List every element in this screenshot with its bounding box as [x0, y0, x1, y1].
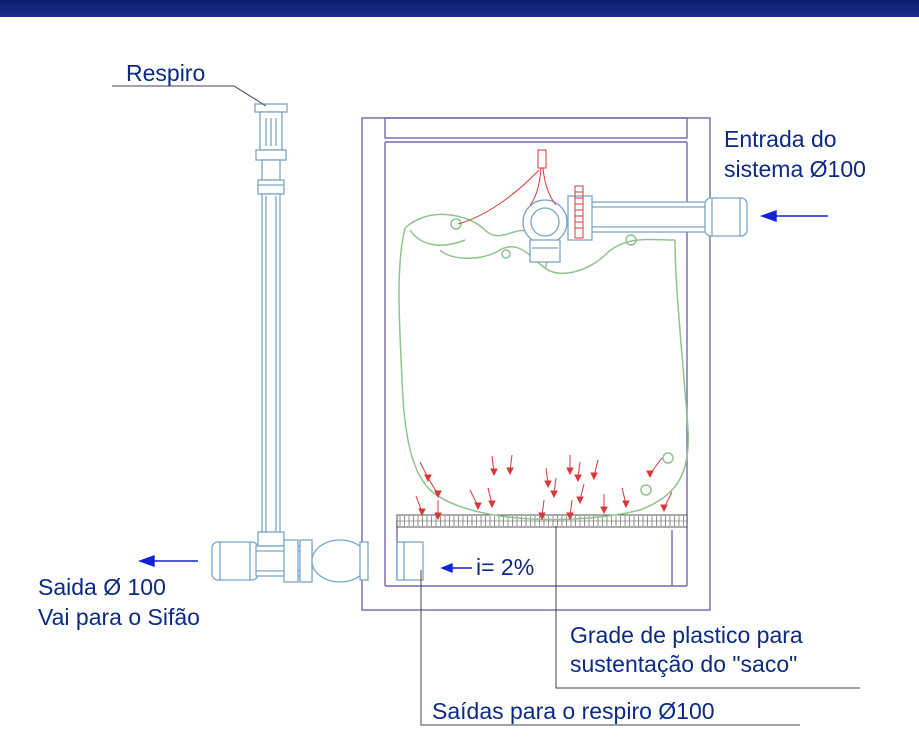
slope-arrow: [440, 562, 472, 574]
outlet-pipe: [211, 539, 369, 583]
leader-lines: [112, 85, 860, 726]
label-entrada-line1: Entrada do: [724, 126, 837, 152]
label-grade-line1: Grade de plastico para: [570, 622, 803, 648]
red-arrow: [506, 454, 514, 476]
flow-arrows-red: [415, 454, 673, 521]
red-arrow: [646, 457, 663, 479]
label-respiro: Respiro: [126, 60, 206, 86]
red-arrow: [538, 499, 546, 521]
inlet-flow-arrow: [759, 210, 828, 222]
label-entrada-line2: sistema Ø100: [724, 156, 866, 182]
red-arrow: [469, 489, 482, 511]
red-arrow: [550, 477, 558, 499]
label-saidas-respiro: Saídas para o respiro Ø100: [432, 698, 715, 724]
red-arrow: [566, 455, 574, 476]
red-arrow: [576, 483, 585, 505]
red-arrow: [621, 487, 630, 509]
red-arrow: [415, 495, 426, 517]
red-arrow: [434, 500, 442, 521]
outlet-flow-arrow: [137, 555, 198, 567]
red-arrow: [490, 455, 498, 477]
grate-hatching: [399, 516, 684, 526]
red-arrow: [427, 477, 442, 499]
red-arrow: [544, 467, 552, 489]
label-saida-line1: Saida Ø 100: [38, 574, 166, 600]
inlet-pipe: [522, 195, 748, 263]
label-grade-line2: sustentação do "saco": [570, 651, 798, 677]
red-arrow: [600, 494, 608, 515]
label-slope: i= 2%: [476, 554, 535, 580]
red-arrow: [487, 487, 496, 509]
label-saida-line2: Vai para o Sifão: [38, 604, 200, 630]
inlet-valve-detail: [457, 149, 584, 239]
red-arrow: [590, 459, 599, 481]
tank-outlet-pipe: [396, 541, 424, 581]
top-banner-bar: [0, 0, 919, 17]
red-arrow: [574, 461, 582, 483]
vent-pipe: [254, 103, 288, 547]
red-arrow: [660, 491, 673, 513]
red-arrow: [566, 499, 574, 521]
tank-box: [361, 117, 711, 611]
